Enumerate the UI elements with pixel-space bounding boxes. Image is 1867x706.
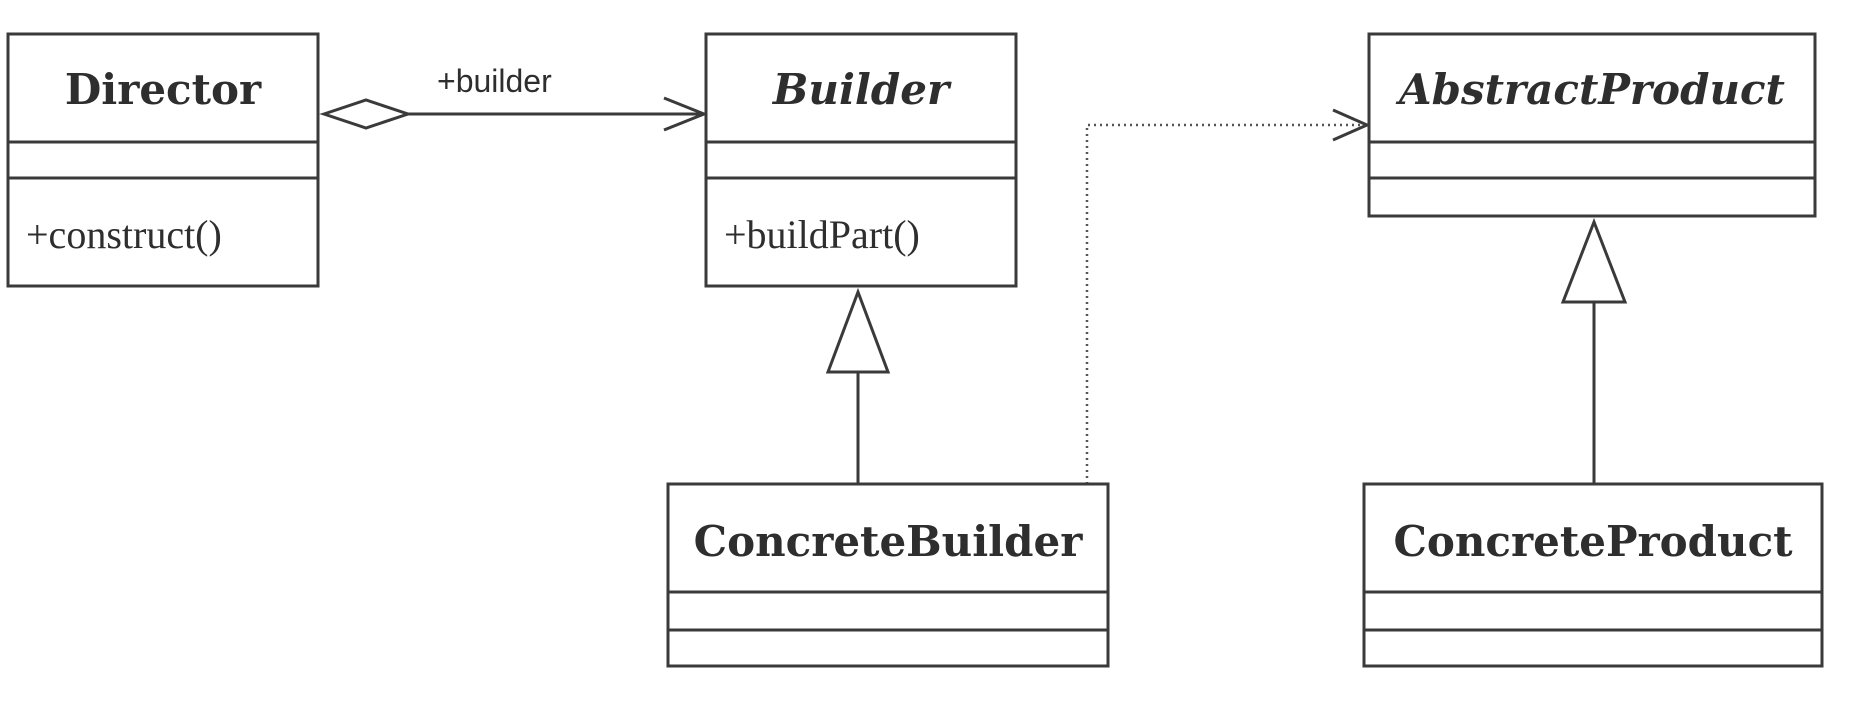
class-name: ConcreteBuilder xyxy=(694,517,1084,566)
class-builder: Builder +buildPart() xyxy=(704,32,1018,288)
class-name: ConcreteProduct xyxy=(1393,517,1793,566)
aggregation-arrowhead-icon xyxy=(663,96,709,132)
method-construct: +construct() xyxy=(26,212,222,257)
aggregation-director-builder: +builder xyxy=(319,63,709,132)
aggregation-diamond-icon xyxy=(319,98,413,130)
class-director: Director +construct() xyxy=(6,32,320,288)
class-concreteproduct: ConcreteProduct xyxy=(1362,482,1824,668)
generalization-concreteproduct-abstractproduct xyxy=(1560,217,1628,484)
generalization-triangle-icon xyxy=(1560,217,1628,304)
dependency-arrowhead-icon xyxy=(1332,108,1371,142)
aggregation-role-label: +builder xyxy=(437,63,552,99)
dependency-concretebuilder-abstractproduct xyxy=(1085,108,1371,484)
class-name: Director xyxy=(65,65,262,114)
class-name: Builder xyxy=(772,65,952,114)
class-concretebuilder: ConcreteBuilder xyxy=(666,482,1110,668)
class-abstractproduct: AbstractProduct xyxy=(1367,32,1817,218)
class-name: AbstractProduct xyxy=(1395,65,1785,114)
generalization-concretebuilder-builder xyxy=(825,287,891,484)
method-buildpart: +buildPart() xyxy=(724,212,920,257)
generalization-triangle-icon xyxy=(825,287,891,374)
